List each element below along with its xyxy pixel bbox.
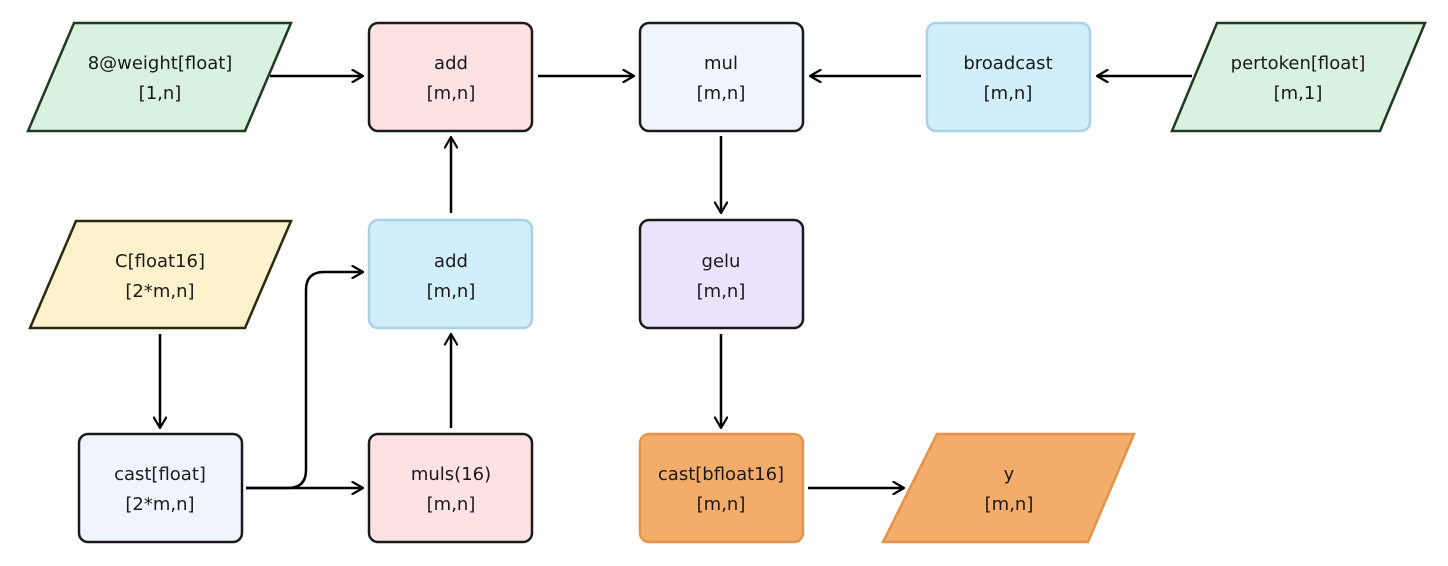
node-cast-float-label: cast[float] [114,464,206,485]
node-broadcast: broadcast [m,n] [925,21,1092,133]
node-weight: 8@weight[float] [1,n] [26,21,293,133]
node-add-mid: add [m,n] [367,218,534,330]
node-pertoken: pertoken[float] [m,1] [1170,21,1427,133]
node-gelu-box [638,218,805,330]
node-add-mid-label: add [434,251,468,272]
edge-cast-float-to-add-mid [246,272,363,490]
node-weight-label: 8@weight[float] [88,53,233,74]
nodes: 8@weight[float] [1,n] add [m,n] mul [m,n… [26,21,1427,544]
node-cast-bf16: cast[bfloat16] [m,n] [638,432,805,544]
node-add-mid-shape-label: [m,n] [427,281,476,302]
node-y: y [m,n] [880,432,1136,544]
node-add-top-label: add [434,53,468,74]
node-add-mid-box [367,218,534,330]
node-mul: mul [m,n] [638,21,805,133]
node-c-input-label: C[float16] [115,251,205,272]
node-y-shape-label: [m,n] [985,494,1034,515]
node-y-shape [880,432,1136,544]
node-gelu-shape-label: [m,n] [697,281,746,302]
node-pertoken-label: pertoken[float] [1231,53,1366,74]
node-cast-float-box [77,432,244,544]
node-add-top-box [367,21,534,133]
edges [160,76,1192,488]
node-add-top-shape-label: [m,n] [427,83,476,104]
node-muls-shape-label: [m,n] [427,494,476,515]
node-muls-box [367,432,534,544]
node-pertoken-shape-label: [m,1] [1274,83,1323,104]
node-pertoken-shape [1170,21,1427,133]
node-weight-shape-label: [1,n] [139,83,182,104]
node-gelu: gelu [m,n] [638,218,805,330]
node-mul-shape-label: [m,n] [697,83,746,104]
node-c-input-shape-label: [2*m,n] [125,281,194,302]
node-mul-label: mul [704,53,738,74]
node-cast-float: cast[float] [2*m,n] [77,432,244,544]
node-weight-shape [26,21,293,133]
node-cast-float-shape-label: [2*m,n] [125,494,194,515]
node-cast-bf16-shape-label: [m,n] [697,494,746,515]
node-cast-bf16-box [638,432,805,544]
node-broadcast-shape-label: [m,n] [984,83,1033,104]
node-muls: muls(16) [m,n] [367,432,534,544]
node-c-input: C[float16] [2*m,n] [28,219,293,330]
node-muls-label: muls(16) [411,464,491,485]
node-cast-bf16-label: cast[bfloat16] [658,464,784,485]
node-mul-box [638,21,805,133]
node-broadcast-label: broadcast [963,53,1052,74]
node-broadcast-box [925,21,1092,133]
node-c-input-shape [28,219,293,330]
node-y-label: y [1004,464,1015,485]
node-add-top: add [m,n] [367,21,534,133]
node-gelu-label: gelu [702,251,741,272]
